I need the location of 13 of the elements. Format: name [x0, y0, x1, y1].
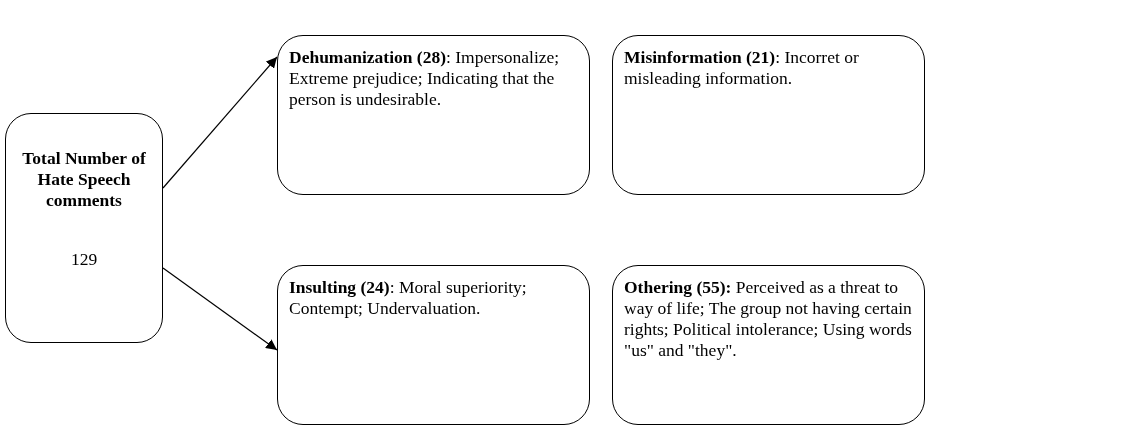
rounded-box — [5, 113, 163, 343]
category-description: Misinformation (21): Incorret or misleading information. — [624, 47, 860, 89]
arrow — [162, 56, 278, 189]
category-description: Othering (55): Perceived as a threat to way of life; The group not having certain rights; Political intolerance; Using words "us" and "they". — [624, 277, 913, 361]
arrow — [162, 267, 278, 351]
category-description: Dehumanization (28): Impersonalize; Extreme prejudice; Indicating that the person is undesirable. — [289, 47, 561, 110]
box-heading: Total Number of Hate Speech comments — [21, 148, 147, 211]
count-value: 129 — [70, 249, 98, 270]
rounded-box — [612, 265, 925, 425]
category-description: Insulting (24): Moral superiority; Contempt; Undervaluation. — [289, 277, 528, 319]
rounded-box — [277, 265, 590, 425]
rounded-box — [277, 35, 590, 195]
rounded-box — [612, 35, 925, 195]
